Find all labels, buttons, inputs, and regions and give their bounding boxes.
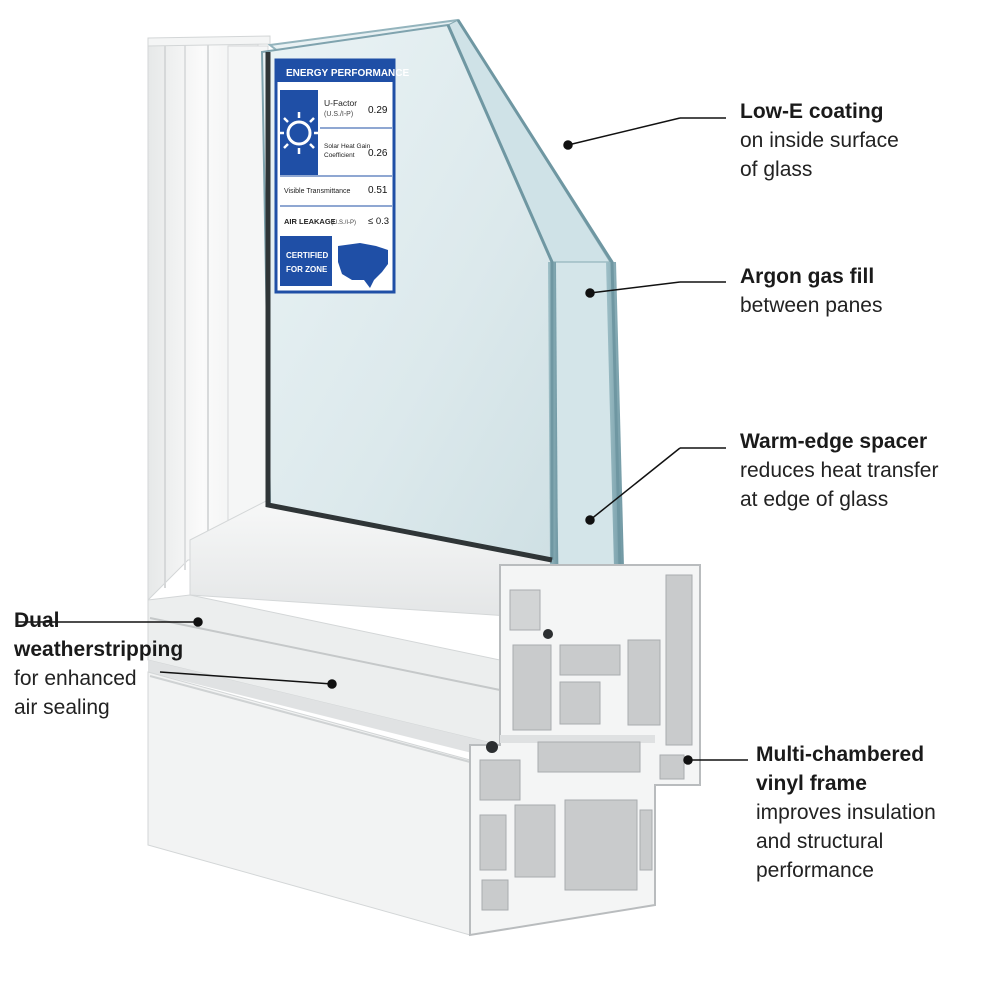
callout-title: Low-E coating <box>740 100 884 123</box>
callout-desc: reduces heat transfer <box>740 459 939 482</box>
certified-line2: FOR ZONE <box>286 265 328 274</box>
row-shgc-sub: Coefficient <box>324 152 355 159</box>
row-shgc-value: 0.26 <box>368 148 388 159</box>
energy-performance-label: ENERGY PERFORMANCE U-Factor (U.S./I-P) 0… <box>274 58 409 294</box>
callout-title: Dual <box>14 609 60 632</box>
row-ufactor-name: U-Factor <box>324 98 357 108</box>
insulated-glass-unit <box>260 18 624 569</box>
row-air-value: ≤ 0.3 <box>368 216 389 227</box>
callout-desc: improves insulation <box>756 801 936 824</box>
callout-desc: performance <box>756 859 874 882</box>
row-vt-value: 0.51 <box>368 185 388 196</box>
callout-warm-edge-spacer: Warm-edge spacer reduces heat transfer a… <box>740 427 938 514</box>
callout-desc: between panes <box>740 294 883 317</box>
sun-icon <box>278 112 320 154</box>
window-frame <box>147 35 571 621</box>
callout-desc: for enhanced <box>14 667 137 690</box>
window-sill <box>147 594 501 936</box>
row-ufactor-sub: (U.S./I-P) <box>324 111 353 118</box>
callout-title: Multi-chambered <box>756 743 925 766</box>
callout-desc: at edge of glass <box>740 488 889 511</box>
callout-title: vinyl frame <box>756 772 867 795</box>
usa-map-icon <box>338 243 388 288</box>
callout-low-e-coating: Low-E coating on inside surface of glass <box>740 97 899 184</box>
row-shgc-name: Solar Heat Gain <box>324 143 371 150</box>
callout-desc: on inside surface <box>740 129 899 152</box>
certified-line1: CERTIFIED <box>286 251 328 260</box>
row-air-sub: (U.S./I-P) <box>331 220 356 226</box>
callout-dual-weatherstripping: Dual weatherstripping for enhanced air s… <box>14 606 183 722</box>
callout-title: Argon gas fill <box>740 265 875 288</box>
row-air-name: AIR LEAKAGE <box>284 217 336 226</box>
callout-leader-lines <box>16 117 748 765</box>
callout-argon-gas-fill: Argon gas fill between panes <box>740 262 882 320</box>
callout-multi-chambered-frame: Multi-chambered vinyl frame improves ins… <box>756 740 936 885</box>
callout-desc: of glass <box>740 158 813 181</box>
callout-title: weatherstripping <box>14 638 184 661</box>
multi-chambered-vinyl-profile <box>469 564 701 937</box>
row-vt-name: Visible Transmittance <box>284 188 351 195</box>
row-ufactor-value: 0.29 <box>368 105 388 116</box>
callout-title: Warm-edge spacer <box>740 430 928 453</box>
label-title: ENERGY PERFORMANCE <box>286 68 409 79</box>
callout-desc: air sealing <box>14 696 110 719</box>
callout-desc: and structural <box>756 830 884 853</box>
